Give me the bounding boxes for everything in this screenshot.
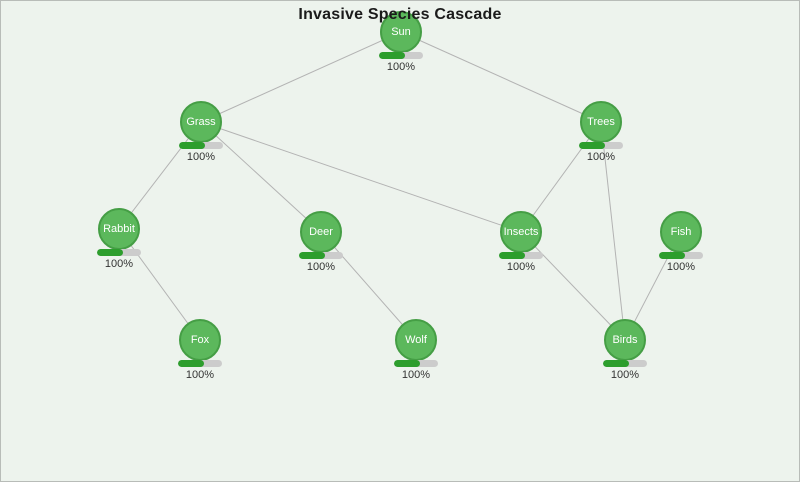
health-bar bbox=[499, 252, 543, 259]
node-circle-wolf[interactable]: Wolf bbox=[395, 319, 437, 361]
edge-insects-birds bbox=[520, 231, 626, 341]
node-circle-fish[interactable]: Fish bbox=[660, 211, 702, 253]
node-fish[interactable]: Fish 100% bbox=[649, 211, 713, 273]
health-bar-fill bbox=[178, 360, 204, 367]
node-fox[interactable]: Fox 100% bbox=[168, 319, 232, 381]
node-label: Wolf bbox=[405, 333, 427, 346]
node-wolf[interactable]: Wolf 100% bbox=[384, 319, 448, 381]
node-label: Rabbit bbox=[103, 222, 135, 235]
health-bar bbox=[379, 52, 423, 59]
node-label: Fish bbox=[670, 225, 692, 238]
node-circle-rabbit[interactable]: Rabbit bbox=[98, 208, 140, 250]
health-bar-fill bbox=[659, 252, 685, 259]
node-circle-fox[interactable]: Fox bbox=[179, 319, 221, 361]
health-bar-fill bbox=[499, 252, 525, 259]
edge-trees-birds bbox=[600, 121, 626, 341]
edge-sun-trees bbox=[400, 31, 602, 123]
health-bar bbox=[179, 142, 223, 149]
node-trees[interactable]: Trees 100% bbox=[569, 101, 633, 163]
health-bar-fill bbox=[394, 360, 420, 367]
node-circle-trees[interactable]: Trees bbox=[580, 101, 622, 143]
node-circle-deer[interactable]: Deer bbox=[300, 211, 342, 253]
health-percent: 100% bbox=[586, 151, 616, 163]
node-circle-birds[interactable]: Birds bbox=[604, 319, 646, 361]
edge-grass-deer bbox=[200, 121, 322, 233]
edge-trees-insects bbox=[520, 121, 602, 233]
health-percent: 100% bbox=[401, 369, 431, 381]
health-percent: 100% bbox=[186, 151, 216, 163]
health-percent: 100% bbox=[386, 61, 416, 73]
health-bar-fill bbox=[603, 360, 629, 367]
health-percent: 100% bbox=[666, 261, 696, 273]
edge-rabbit-fox bbox=[118, 228, 201, 341]
health-percent: 100% bbox=[506, 261, 536, 273]
health-bar-fill bbox=[97, 249, 123, 256]
node-label: Fox bbox=[190, 333, 210, 346]
health-bar bbox=[299, 252, 343, 259]
health-bar bbox=[178, 360, 222, 367]
health-percent: 100% bbox=[104, 258, 134, 270]
health-bar bbox=[579, 142, 623, 149]
health-bar bbox=[603, 360, 647, 367]
node-label: Insects bbox=[503, 225, 539, 238]
health-bar-fill bbox=[379, 52, 405, 59]
node-circle-grass[interactable]: Grass bbox=[180, 101, 222, 143]
node-circle-sun[interactable]: Sun bbox=[380, 11, 422, 53]
node-label: Birds bbox=[612, 333, 638, 346]
node-label: Trees bbox=[587, 115, 615, 128]
health-percent: 100% bbox=[306, 261, 336, 273]
node-birds[interactable]: Birds 100% bbox=[593, 319, 657, 381]
node-insects[interactable]: Insects 100% bbox=[489, 211, 553, 273]
node-label: Deer bbox=[309, 225, 333, 238]
health-bar bbox=[97, 249, 141, 256]
health-bar-fill bbox=[579, 142, 605, 149]
node-grass[interactable]: Grass 100% bbox=[169, 101, 233, 163]
health-bar-fill bbox=[179, 142, 205, 149]
node-label: Sun bbox=[391, 25, 411, 38]
edge-grass-rabbit bbox=[118, 121, 202, 230]
health-bar bbox=[659, 252, 703, 259]
node-rabbit[interactable]: Rabbit 100% bbox=[87, 208, 151, 270]
health-bar bbox=[394, 360, 438, 367]
node-deer[interactable]: Deer 100% bbox=[289, 211, 353, 273]
edge-sun-grass bbox=[200, 31, 402, 123]
health-percent: 100% bbox=[185, 369, 215, 381]
edge-grass-insects bbox=[200, 121, 522, 233]
node-sun[interactable]: Sun 100% bbox=[369, 11, 433, 73]
health-percent: 100% bbox=[610, 369, 640, 381]
node-circle-insects[interactable]: Insects bbox=[500, 211, 542, 253]
health-bar-fill bbox=[299, 252, 325, 259]
node-label: Grass bbox=[186, 115, 216, 128]
edge-deer-wolf bbox=[320, 231, 417, 341]
